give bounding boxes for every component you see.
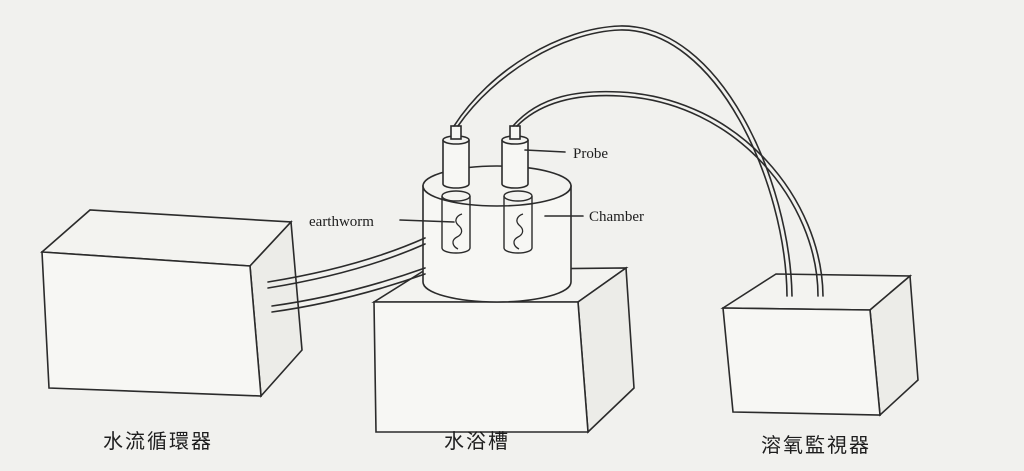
- label-earthworm: earthworm: [309, 214, 374, 230]
- do-monitor-box: [720, 273, 919, 417]
- leader-lines: [399, 149, 584, 223]
- probe-right: [501, 125, 529, 189]
- chamber-left: [441, 190, 471, 254]
- circulator-box: [40, 209, 303, 398]
- probe-left: [442, 125, 470, 189]
- probe-cables: [453, 25, 824, 297]
- caption-do-monitor: 溶氧監視器: [761, 433, 871, 457]
- circulator-hoses: [267, 237, 426, 313]
- caption-water-bath: 水浴槽: [444, 429, 510, 453]
- earthworm-left: [452, 213, 463, 250]
- label-probe: Probe: [573, 146, 608, 162]
- label-chamber: Chamber: [589, 209, 644, 225]
- caption-circulator: 水流循環器: [103, 429, 213, 453]
- earthworm-right: [513, 213, 524, 250]
- chamber-right: [503, 190, 533, 254]
